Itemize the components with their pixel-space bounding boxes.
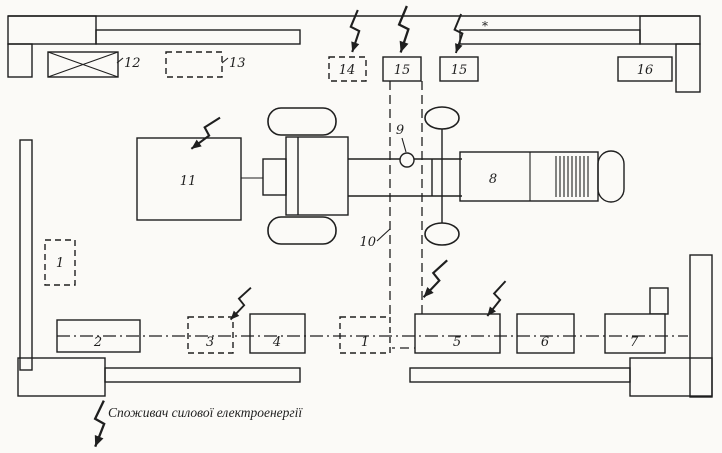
wall-top-segment-a bbox=[95, 29, 301, 45]
tractor-plan-view: 8 9 bbox=[241, 106, 625, 246]
unit-5-box bbox=[414, 313, 501, 354]
wall-left-upper bbox=[7, 43, 33, 78]
unit-15a-box bbox=[382, 56, 422, 82]
unit-11-box bbox=[136, 137, 242, 221]
unit-12-label: 12 bbox=[124, 56, 141, 71]
wall-corner-bottom-right bbox=[629, 357, 713, 397]
top-row-units: 12 13 14 15 15 16 * bbox=[47, 4, 673, 82]
unit-14-dashed-box bbox=[328, 56, 367, 82]
unit-12-leader-line bbox=[116, 57, 124, 64]
wall-bottom-segment-b bbox=[409, 367, 631, 383]
unit-9-label: 9 bbox=[396, 123, 404, 138]
tractor-rear-wheel-bottom bbox=[267, 216, 337, 245]
unit-13-dashed-box bbox=[165, 51, 223, 78]
caption-group: Споживач силової електроенергії bbox=[92, 398, 303, 449]
wall-corner-bottom-left bbox=[17, 357, 106, 397]
wall-right-upper bbox=[675, 43, 701, 93]
tractor-front-wheel-top bbox=[424, 106, 460, 130]
wall-bottom-segment-a bbox=[104, 367, 301, 383]
bottom-row-units: 2 3 4 1 5 6 7 bbox=[56, 277, 688, 354]
unit-11-label: 11 bbox=[180, 174, 197, 189]
unit-16-box bbox=[617, 56, 673, 82]
power-consumer-caption: Споживач силової електроенергії bbox=[108, 405, 303, 420]
implement-8-hatch bbox=[555, 156, 589, 197]
unit-9-sensor-circle bbox=[399, 152, 415, 168]
unit-7-box bbox=[604, 313, 666, 354]
unit-1-store-dashed-box bbox=[44, 239, 76, 286]
unit-4-label: 4 bbox=[272, 335, 281, 350]
power-feed-arrow-15a-icon bbox=[397, 4, 410, 54]
unit-15a-label: 15 bbox=[394, 63, 411, 78]
wall-corner-top-right bbox=[639, 15, 701, 45]
unit-3-label: 3 bbox=[206, 335, 214, 350]
unit-1-post-dashed-box bbox=[339, 316, 391, 354]
unit-8-label: 8 bbox=[489, 172, 497, 187]
power-feed-arrow-route-icon bbox=[421, 256, 450, 302]
unit-14-label: 14 bbox=[339, 63, 356, 78]
unit-6-box bbox=[516, 313, 575, 354]
tractor-body bbox=[285, 136, 349, 216]
unit-1-store-label: 1 bbox=[56, 256, 64, 271]
unit-6-label: 6 bbox=[541, 335, 549, 350]
unit-13-leader-line bbox=[221, 57, 229, 64]
unit-15b-label: 15 bbox=[451, 63, 468, 78]
wall-right-lower bbox=[689, 254, 713, 398]
power-feed-arrow-15b-icon bbox=[453, 13, 464, 54]
power-consumer-arrow-icon bbox=[92, 398, 107, 449]
power-feed-arrow-5-icon bbox=[485, 277, 508, 320]
building-walls bbox=[7, 15, 713, 398]
implement-8-body bbox=[459, 151, 599, 202]
power-feed-arrow-3-icon bbox=[228, 284, 254, 324]
unit-7-upper-block bbox=[649, 287, 669, 315]
unit-15b-box bbox=[439, 56, 479, 82]
wall-corner-top-left bbox=[7, 15, 97, 45]
unit-10-leader-line bbox=[376, 228, 391, 242]
unit-5-label: 5 bbox=[453, 335, 461, 350]
unit-16-label: 16 bbox=[637, 63, 654, 78]
unit-2-label: 2 bbox=[93, 335, 102, 350]
unit-3-dashed-box bbox=[187, 316, 234, 354]
tractor-counterweight bbox=[262, 158, 287, 196]
unit-13-label: 13 bbox=[229, 56, 246, 71]
unit-11-group: 11 bbox=[136, 112, 242, 221]
implement-8-nose-cap bbox=[597, 150, 625, 203]
footnote-asterisk: * bbox=[482, 19, 488, 33]
route-10-line-right bbox=[392, 81, 423, 349]
tractor-rear-wheel-top bbox=[267, 107, 337, 136]
crossed-box-diagonals bbox=[47, 51, 119, 78]
unit-10-label: 10 bbox=[359, 235, 376, 250]
unit-7-label: 7 bbox=[630, 335, 639, 350]
tractor-front-wheel-bottom bbox=[424, 222, 460, 246]
wall-left-main bbox=[19, 139, 33, 371]
unit-9-leader-line bbox=[401, 137, 407, 153]
unit-1-post-label: 1 bbox=[361, 335, 369, 350]
unit-1-store-group: 1 bbox=[44, 239, 76, 286]
dashed-route-10: 10 bbox=[359, 81, 450, 349]
unit-4-box bbox=[249, 313, 306, 354]
